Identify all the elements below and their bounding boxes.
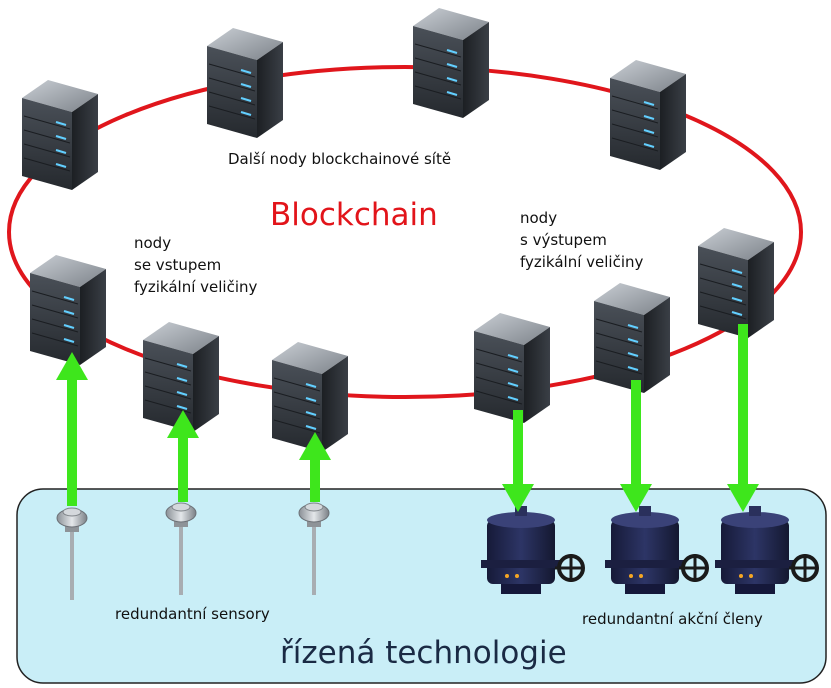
server-icon bbox=[412, 7, 490, 119]
arrow-icon bbox=[502, 410, 534, 512]
server-icon bbox=[29, 254, 107, 366]
arrow-icon bbox=[727, 324, 759, 512]
arrow-icon bbox=[620, 380, 652, 512]
sensors-label: redundantní sensory bbox=[115, 605, 270, 623]
blockchain-ring bbox=[7, 65, 803, 399]
server-icon bbox=[21, 79, 99, 191]
output-nodes-line-3: fyzikální veličiny bbox=[520, 253, 644, 271]
server-icon bbox=[473, 312, 551, 424]
other-nodes-label: Další nody blockchainové sítě bbox=[228, 150, 452, 168]
server-icon bbox=[271, 341, 349, 453]
arrow-icon bbox=[56, 352, 88, 506]
input-nodes-line-2: se vstupem bbox=[134, 256, 222, 274]
output-nodes-line-2: s výstupem bbox=[520, 231, 607, 249]
technology-title: řízená technologie bbox=[280, 635, 567, 671]
output-nodes-label: nody s výstupem fyzikální veličiny bbox=[520, 207, 643, 273]
input-nodes-label: nody se vstupem fyzikální veličiny bbox=[134, 232, 257, 298]
arrow-icon bbox=[299, 432, 331, 502]
input-nodes-line-1: nody bbox=[134, 234, 172, 252]
arrow-icon bbox=[167, 410, 199, 502]
server-icon bbox=[593, 282, 671, 394]
input-nodes-line-3: fyzikální veličiny bbox=[134, 278, 258, 296]
server-icon bbox=[609, 59, 687, 171]
output-nodes-line-1: nody bbox=[520, 209, 558, 227]
blockchain-title: Blockchain bbox=[270, 197, 438, 233]
server-icon bbox=[697, 227, 775, 339]
actuators-label: redundantní akční členy bbox=[582, 610, 763, 628]
server-icon bbox=[206, 27, 284, 139]
